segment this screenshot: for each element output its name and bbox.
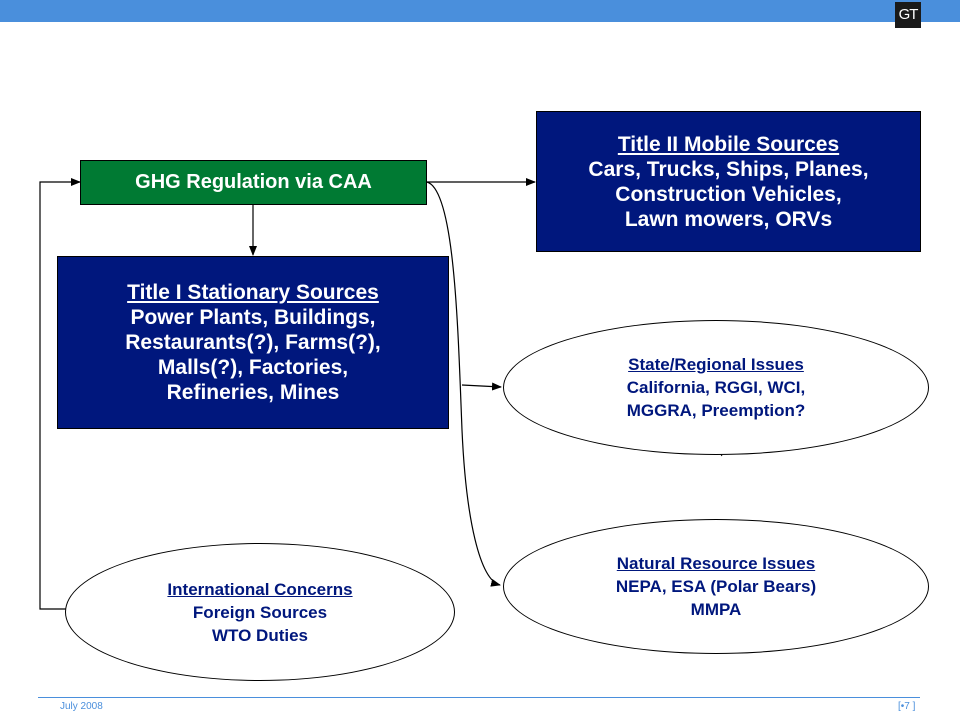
international-heading: International Concerns	[167, 579, 353, 599]
international-oval: International Concerns Foreign Sources W…	[65, 543, 455, 681]
title1-line: Power Plants, Buildings,	[130, 306, 376, 329]
root-box: GHG Regulation via CAA	[80, 160, 427, 205]
root-label: GHG Regulation via CAA	[135, 171, 372, 193]
international-line: Foreign Sources	[192, 602, 328, 622]
natural-heading: Natural Resource Issues	[616, 554, 816, 573]
title2-line: Lawn mowers, ORVs	[624, 207, 833, 231]
state-line: MGGRA, Preemption?	[626, 401, 806, 420]
title1-box: Title I Stationary Sources Power Plants,…	[57, 256, 449, 429]
title1-line: Restaurants(?), Farms(?),	[125, 331, 381, 354]
title1-line: Refineries, Mines	[166, 381, 340, 404]
state-heading: State/Regional Issues	[628, 355, 804, 374]
natural-resource-oval: Natural Resource Issues NEPA, ESA (Polar…	[503, 519, 929, 654]
page-number: [•7 ]	[898, 701, 916, 712]
international-line: WTO Duties	[211, 625, 309, 645]
arrow-to-state	[461, 382, 502, 391]
natural-line: MMPA	[690, 600, 742, 619]
curve-root-to-natural	[426, 181, 501, 587]
title2-box: Title II Mobile Sources Cars, Trucks, Sh…	[536, 111, 921, 252]
title2-line: Construction Vehicles,	[615, 182, 842, 206]
title2-line: Cars, Trucks, Ships, Planes,	[588, 157, 869, 181]
gt-logo: GT	[895, 2, 921, 28]
state-regional-oval: State/Regional Issues California, RGGI, …	[503, 320, 929, 455]
footer-divider	[38, 697, 920, 698]
top-banner	[0, 0, 960, 22]
title1-heading: Title I Stationary Sources	[127, 281, 379, 304]
title1-line: Malls(?), Factories,	[157, 356, 349, 379]
natural-line: NEPA, ESA (Polar Bears)	[615, 577, 817, 596]
state-line: California, RGGI, WCI,	[626, 378, 806, 397]
feedback-loop	[39, 178, 81, 610]
footer-date: July 2008	[60, 701, 103, 712]
title2-heading: Title II Mobile Sources	[617, 132, 840, 156]
